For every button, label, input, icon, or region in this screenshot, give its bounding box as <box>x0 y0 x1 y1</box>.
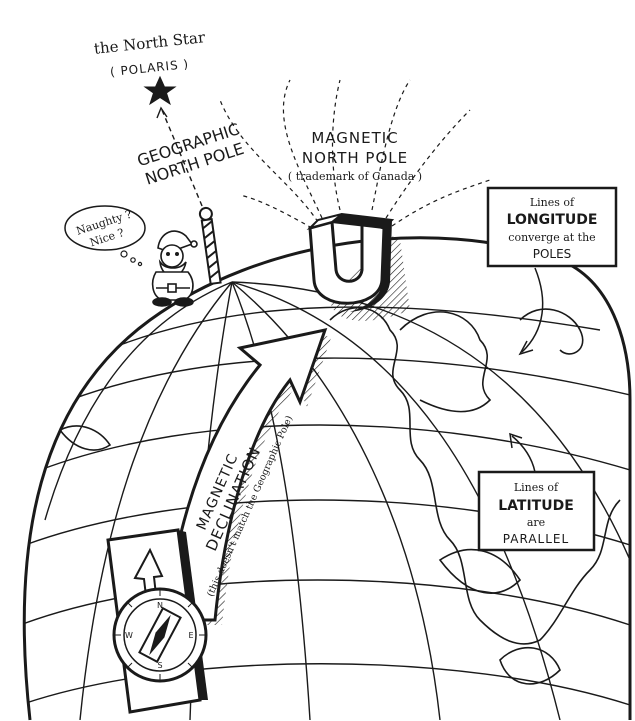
longitude-line4: POLES <box>533 247 572 261</box>
arrow-up-icon <box>156 106 168 119</box>
horseshoe-magnet-icon <box>306 212 410 321</box>
polaris: the North Star ( POLARIS ) <box>93 28 211 226</box>
polaris-name: ( POLARIS ) <box>109 57 189 79</box>
north-star-icon <box>143 75 177 106</box>
santa-thought-bubble <box>64 205 146 251</box>
compass-needle-icon <box>149 614 171 656</box>
latitude-pointer <box>511 435 536 473</box>
longitude-line1: Lines of <box>530 196 575 209</box>
polaris-title: the North Star <box>93 28 207 58</box>
magnetic-pole-line1: MAGNETIC <box>311 129 398 147</box>
longitude-pointer <box>521 267 544 353</box>
compass-e: E <box>188 631 193 640</box>
latitude-line1: Lines of <box>514 481 559 494</box>
latitude-line4: PARALLEL <box>503 532 569 546</box>
declination-arrow-body <box>163 327 328 622</box>
latitude-line2: LATITUDE <box>498 498 574 514</box>
continent-outlines <box>58 306 621 685</box>
polaris-sight-line <box>161 109 211 226</box>
magnetic-field-lines <box>219 79 491 229</box>
longitude-line3: converge at the <box>508 231 595 244</box>
compass-direction-arrow-icon <box>133 547 164 598</box>
magnetic-pole-note: ( trademark of Canada ) <box>288 170 422 183</box>
compass-s: S <box>157 661 162 670</box>
magnetic-pole-label: MAGNETIC NORTH POLE ( trademark of Canad… <box>288 129 422 183</box>
compass-w: W <box>125 631 133 640</box>
latitude-line3: are <box>527 516 545 529</box>
longitude-box <box>486 186 618 268</box>
longitude-callout: Lines of LONGITUDE converge at the POLES <box>486 186 618 356</box>
compass: N S W E <box>106 528 208 714</box>
latitude-callout: Lines of LATITUDE are PARALLEL <box>477 432 596 552</box>
santa-figure-icon <box>151 230 198 307</box>
longitude-line2: LONGITUDE <box>507 212 598 228</box>
compass-n: N <box>157 601 163 610</box>
latitude-box <box>477 470 596 552</box>
magnetic-pole-line2: NORTH POLE <box>302 149 408 167</box>
santa: Naughty ? Nice ? <box>64 205 198 307</box>
north-pole-marker <box>198 206 222 286</box>
